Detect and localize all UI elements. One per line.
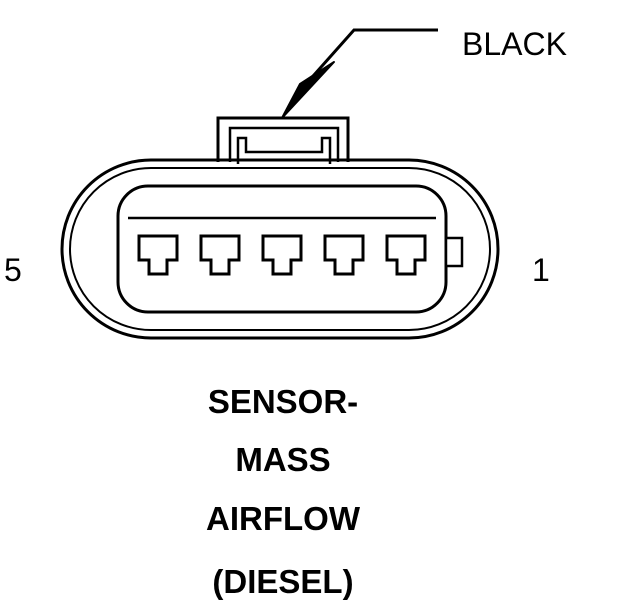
title-line-2: MASS	[235, 441, 331, 478]
terminal-cavity-pin-4	[199, 234, 241, 276]
housing-outer	[60, 158, 500, 340]
title-line-4: (DIESEL)	[212, 563, 354, 600]
pin-number-right: 1	[532, 252, 550, 288]
polarizing-key	[444, 236, 464, 268]
leader-arrow	[281, 61, 335, 119]
connector-color-label: BLACK	[462, 26, 567, 62]
title-line-3: AIRFLOW	[206, 500, 360, 537]
terminal-cavity-pin-3	[261, 234, 303, 276]
lock-tab-outer	[216, 116, 350, 162]
terminal-cavity-pin-5	[137, 234, 179, 276]
housing-outer-inner-line	[69, 167, 491, 331]
title-line-1: SENSOR-	[207, 383, 359, 420]
lock-tab-inner	[228, 126, 340, 162]
cavity-frame	[116, 184, 448, 314]
terminal-cavity-pin-2	[323, 234, 365, 276]
lock-latch	[236, 136, 332, 164]
pin-number-left: 5	[4, 252, 22, 288]
leader-line	[304, 28, 438, 85]
terminal-cavity-pin-1	[385, 234, 427, 276]
